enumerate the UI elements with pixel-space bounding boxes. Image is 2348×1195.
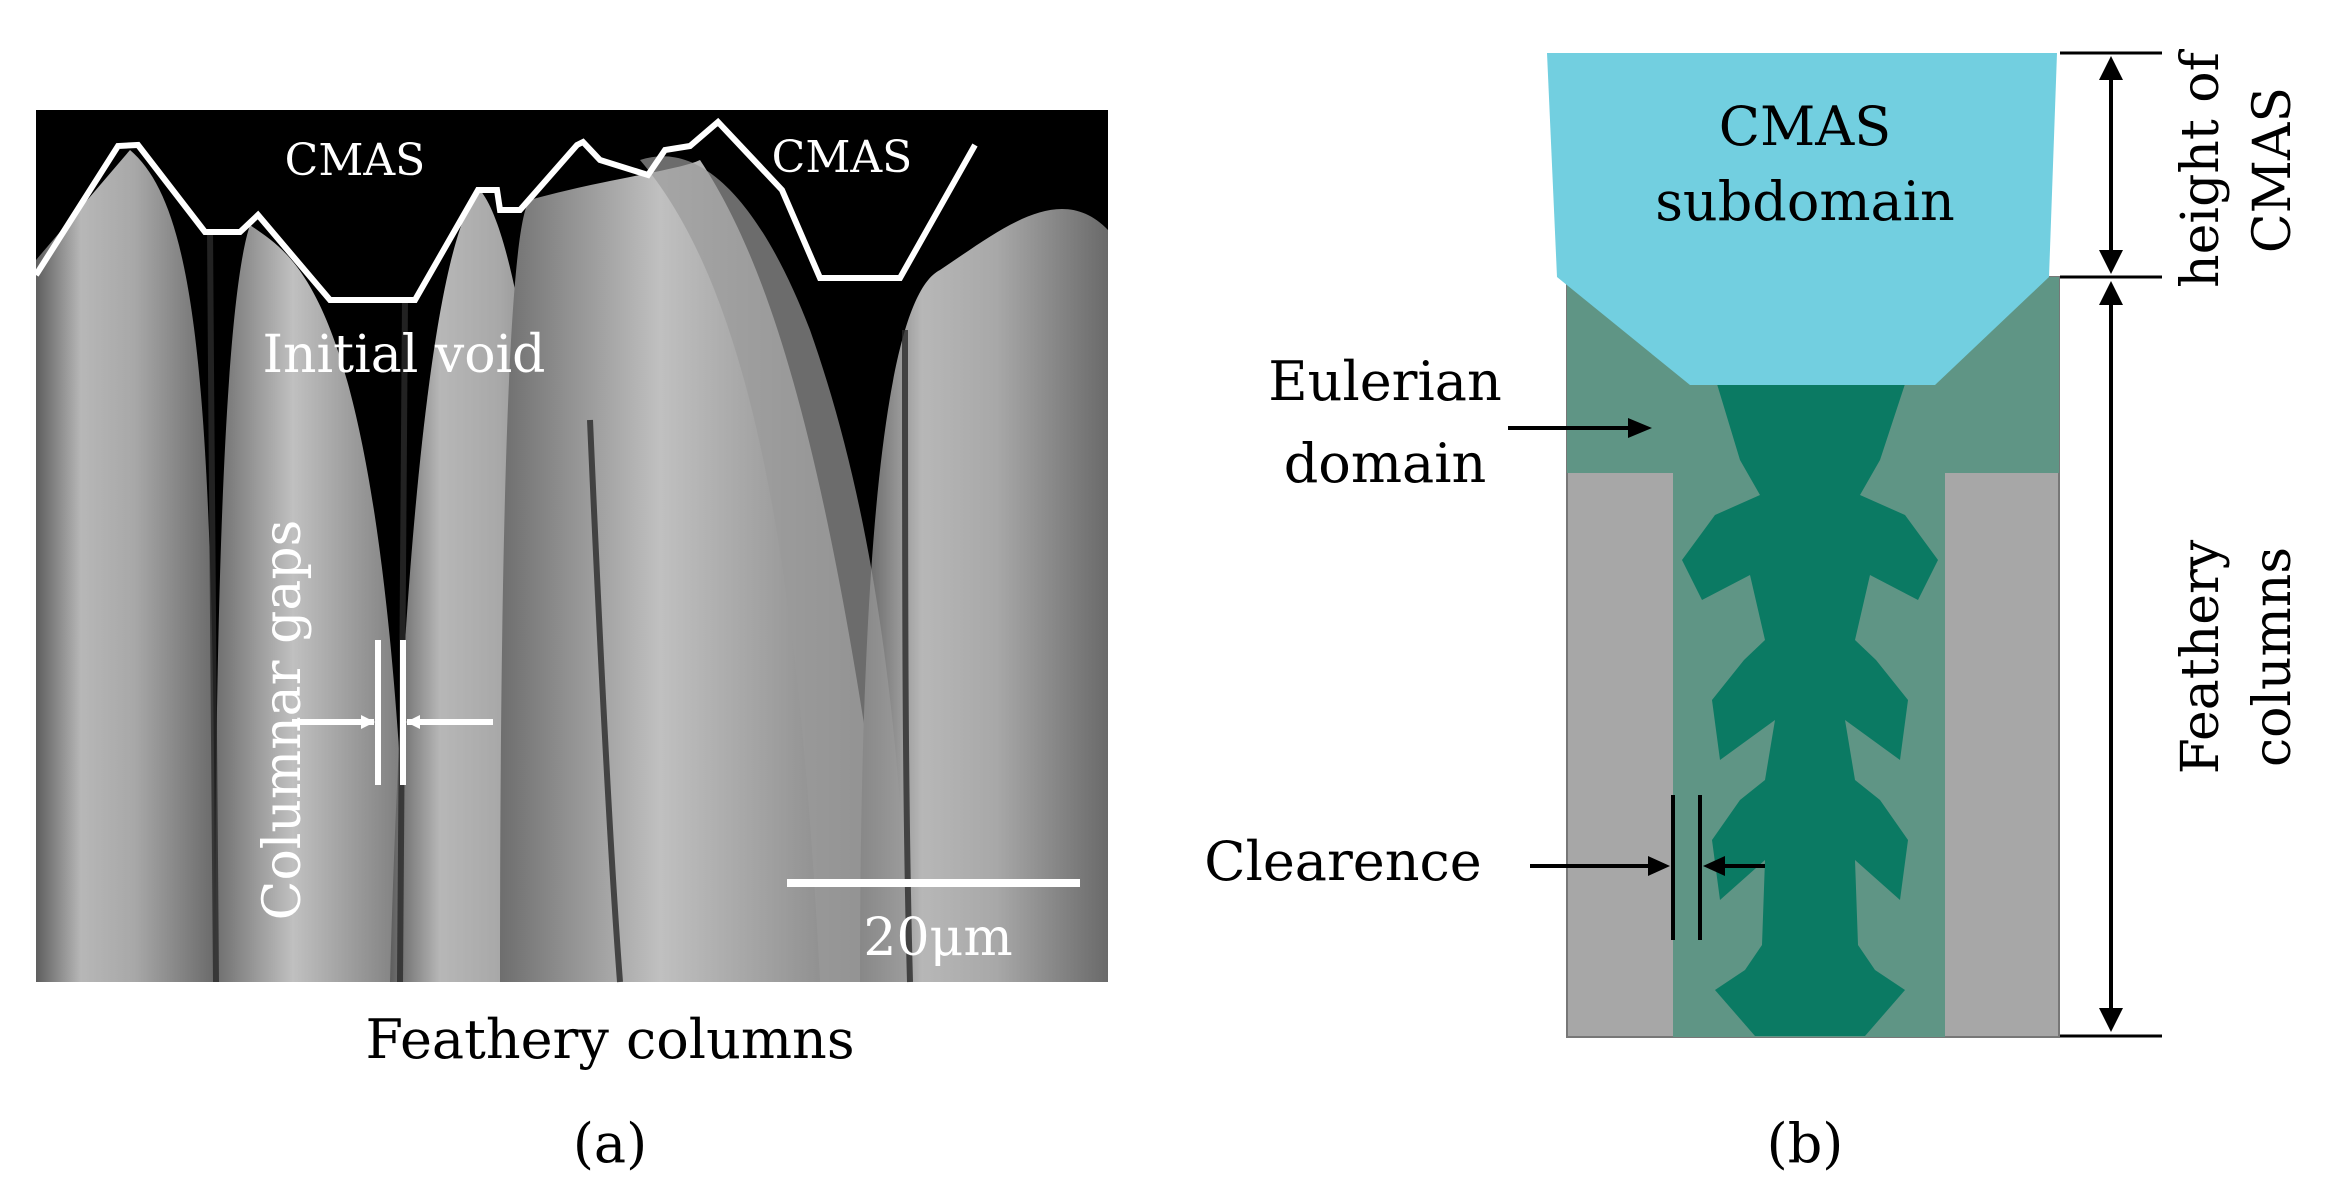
clearence-label: Clearence	[1204, 830, 1482, 893]
panel-a-label: (a)	[573, 1112, 647, 1175]
height-arrow-up-icon	[2099, 56, 2123, 80]
height-of-cmas-label-2: CMAS	[2243, 87, 2303, 253]
feathery-column	[1682, 384, 1938, 1036]
column-1	[36, 150, 215, 982]
column-5	[860, 209, 1108, 982]
column-4	[500, 160, 900, 982]
feathery-columns-label-1: Feathery	[2171, 539, 2231, 774]
cmas-subdomain-label-2: subdomain	[1655, 170, 1955, 233]
eulerian-arrow-icon	[1628, 418, 1652, 438]
clearence-arrow-left-icon	[1648, 856, 1670, 876]
cmas-label-left: CMAS	[285, 135, 426, 186]
micrograph-panel: CMAS CMAS Initial void Columnar gaps 20μ…	[33, 110, 1108, 983]
scale-bar-label: 20μm	[863, 908, 1012, 968]
eulerian-label-2: domain	[1284, 432, 1487, 495]
panel-a-caption: Feathery columns	[365, 1008, 854, 1071]
cmas-label-right: CMAS	[772, 132, 913, 183]
cmas-subdomain-label-1: CMAS	[1719, 95, 1892, 158]
initial-void-label: Initial void	[263, 325, 546, 385]
feathery-arrow-down-icon	[2099, 1008, 2123, 1032]
cmas-subdomain	[1547, 53, 2057, 385]
schematic-panel: CMAS subdomain height of CMAS Feathery c…	[1204, 48, 2303, 1038]
feathery-arrow-up-icon	[2099, 281, 2123, 305]
feathery-columns-label-2: columns	[2243, 547, 2303, 767]
panel-b-label: (b)	[1767, 1112, 1844, 1175]
column-6	[640, 156, 910, 983]
eulerian-label-1: Eulerian	[1268, 350, 1501, 413]
cmas-outline	[33, 117, 978, 303]
clearence-arrow-right-icon	[1703, 856, 1725, 876]
column-2	[215, 225, 410, 982]
height-arrow-down-icon	[2099, 250, 2123, 274]
height-of-cmas-label-1: height of	[2171, 48, 2231, 287]
